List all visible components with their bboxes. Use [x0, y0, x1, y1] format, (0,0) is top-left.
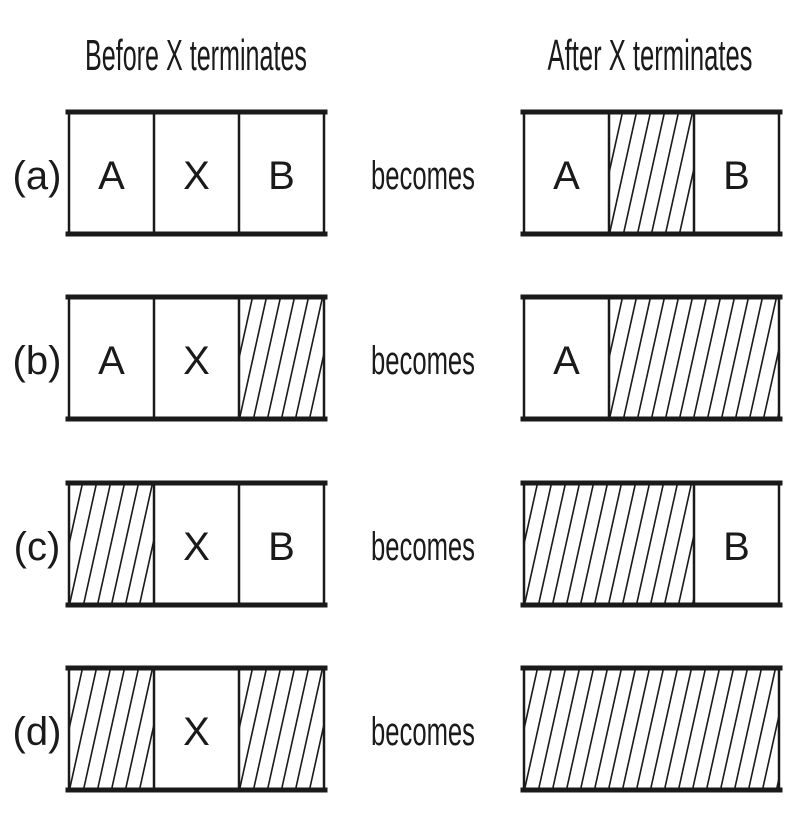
process-segment: B	[723, 154, 750, 198]
process-segment: X	[183, 339, 210, 383]
process-label: X	[183, 339, 210, 383]
memory-hole	[609, 112, 694, 234]
hatch-pattern	[239, 297, 324, 419]
after-memory-bar: A	[520, 294, 783, 422]
after-header: After X terminates	[548, 31, 753, 80]
row-label: (d)	[13, 710, 62, 754]
memory-hole	[524, 668, 779, 790]
memory-hole	[69, 483, 154, 605]
process-segment: X	[183, 710, 210, 754]
process-segment: B	[268, 154, 295, 198]
memory-hole	[69, 668, 154, 790]
process-segment: A	[553, 339, 580, 383]
process-label: A	[553, 154, 580, 198]
process-label: X	[183, 710, 210, 754]
memory-hole	[239, 297, 324, 419]
row-label: (c)	[14, 525, 61, 569]
row-label: (b)	[13, 339, 62, 383]
row-label: (a)	[13, 154, 62, 198]
process-label: X	[183, 154, 210, 198]
hatch-pattern	[69, 668, 154, 790]
process-label: B	[723, 154, 750, 198]
process-segment: B	[723, 525, 750, 569]
process-label: A	[98, 154, 125, 198]
process-segment: A	[98, 339, 125, 383]
memory-hole	[239, 668, 324, 790]
hatch-pattern	[609, 297, 779, 419]
memory-hole	[524, 483, 694, 605]
process-segment: A	[98, 154, 125, 198]
process-segment: X	[183, 154, 210, 198]
after-memory-bar	[520, 665, 783, 793]
hatch-pattern	[524, 668, 779, 790]
process-label: B	[268, 154, 295, 198]
process-label: B	[268, 525, 295, 569]
hatch-pattern	[239, 668, 324, 790]
becomes-label: becomes	[371, 710, 475, 754]
process-segment: X	[183, 525, 210, 569]
hatch-pattern	[524, 483, 694, 605]
process-label: A	[553, 339, 580, 383]
hatch-pattern	[69, 483, 154, 605]
process-label: B	[723, 525, 750, 569]
becomes-label: becomes	[371, 154, 475, 198]
becomes-label: becomes	[371, 525, 475, 569]
becomes-label: becomes	[371, 339, 475, 383]
after-memory-bar: B	[520, 480, 783, 608]
process-label: A	[98, 339, 125, 383]
memory-hole	[609, 297, 779, 419]
process-segment: B	[268, 525, 295, 569]
hatch-pattern	[609, 112, 694, 234]
before-header: Before X terminates	[85, 31, 307, 80]
process-label: X	[183, 525, 210, 569]
process-segment: A	[553, 154, 580, 198]
before-memory-bar: X	[65, 665, 328, 793]
